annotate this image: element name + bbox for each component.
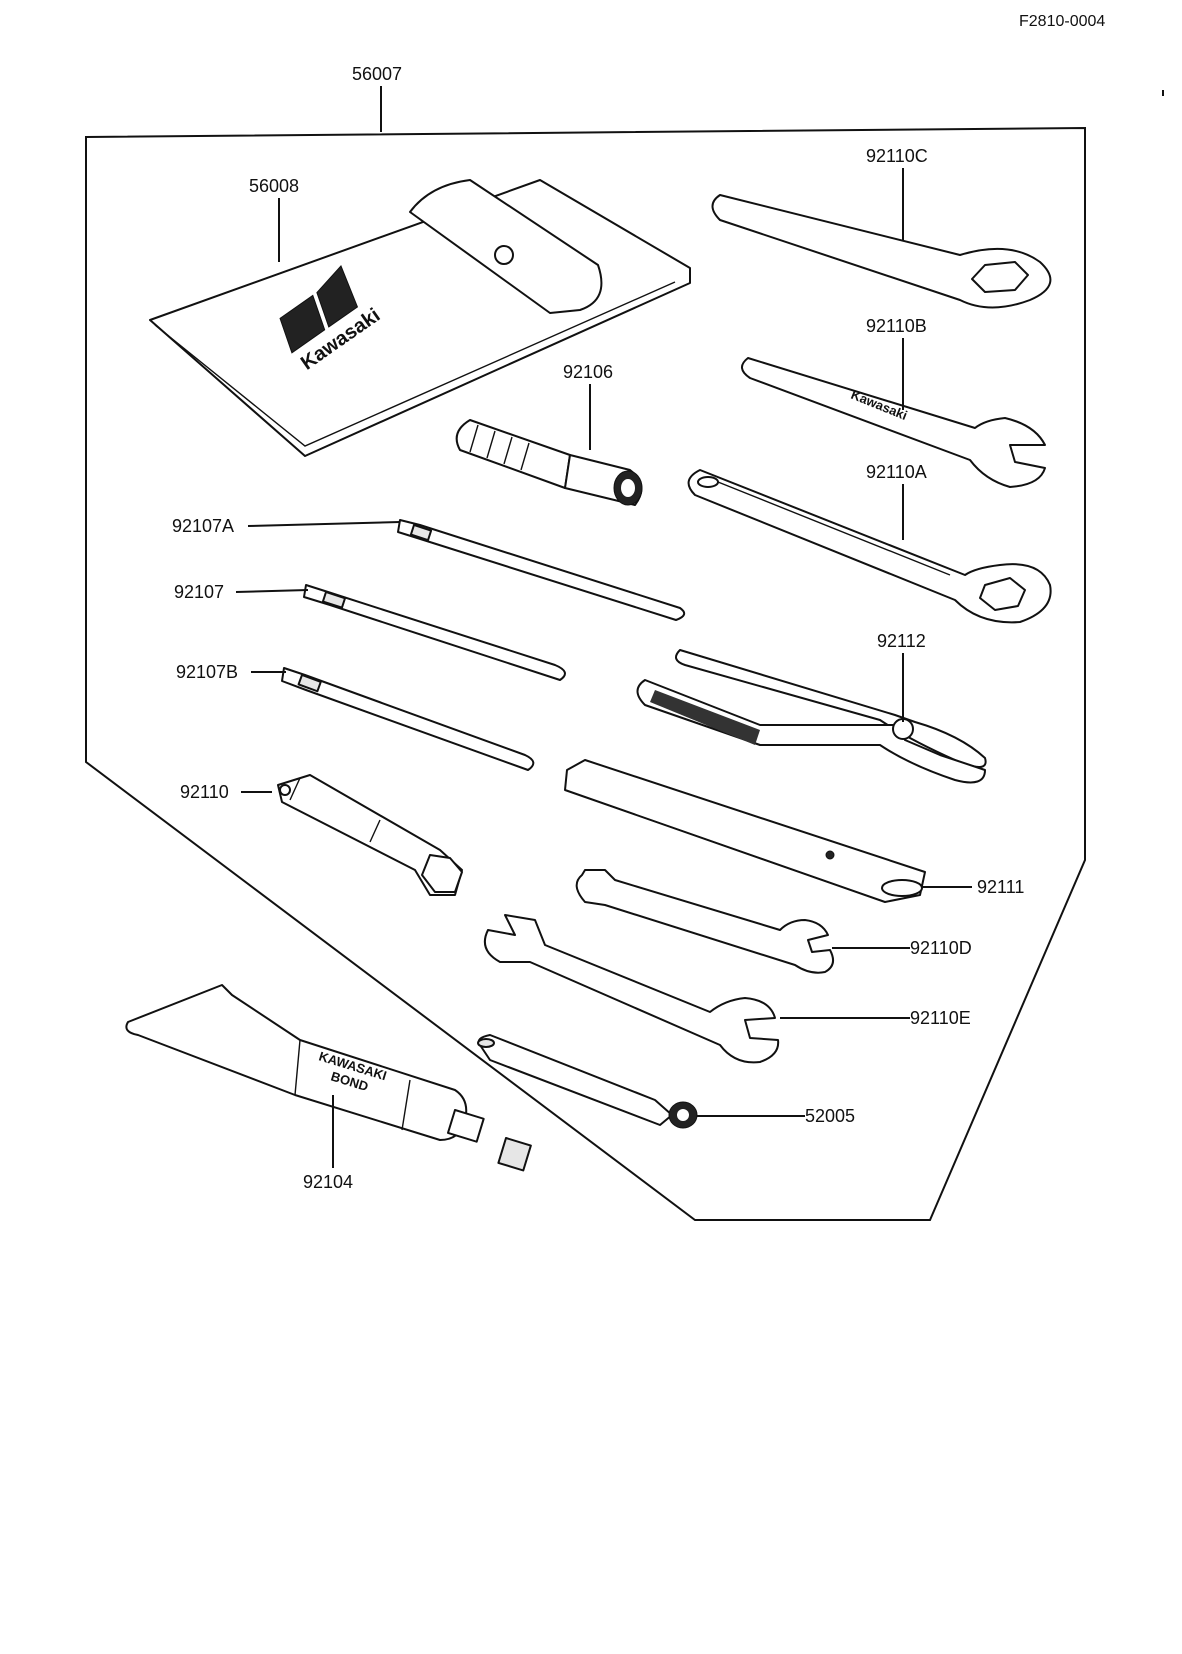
- label-92112: 92112: [877, 631, 926, 651]
- label-92106: 92106: [563, 362, 613, 382]
- screwdriver-92107: [303, 584, 566, 681]
- label-92110b: 92110B: [866, 316, 927, 336]
- label-92107b: 92107B: [176, 662, 238, 682]
- label-56008: 56008: [249, 176, 299, 196]
- pliers-92112: [636, 649, 987, 784]
- label-92107: 92107: [174, 582, 224, 602]
- wrench-92110a: [687, 469, 1052, 624]
- label-92110e: 92110E: [910, 1008, 971, 1028]
- bar-92111: [564, 759, 926, 903]
- label-52005: 52005: [805, 1106, 855, 1126]
- leader-92107: [235, 589, 309, 593]
- wrench-92110b: Kawasaki: [741, 357, 1046, 488]
- handle-92106: [455, 419, 643, 506]
- kit-outline: [85, 126, 1086, 1221]
- wrench-92110c: [711, 194, 1052, 309]
- label-92110c: 92110C: [866, 146, 928, 166]
- label-92110d: 92110D: [910, 938, 972, 958]
- label-92111: 92111: [977, 877, 1024, 897]
- plug-wrench-92110: [277, 774, 463, 896]
- tool-pouch: Kawasaki: [149, 179, 691, 457]
- label-92107a: 92107A: [172, 516, 234, 536]
- wrench-92110d: [575, 869, 835, 974]
- label-92110a: 92110A: [866, 462, 927, 482]
- tool-52005: [477, 1034, 698, 1129]
- drawing-code: F2810-0004: [1019, 13, 1105, 30]
- screwdriver-92107b: [281, 667, 535, 771]
- label-56007: 56007: [352, 64, 402, 84]
- label-92110: 92110: [180, 782, 229, 802]
- screwdriver-92107a: [397, 519, 686, 621]
- leader-92107a: [247, 521, 401, 527]
- wrench-92110e: [484, 914, 780, 1064]
- label-92104: 92104: [303, 1172, 353, 1192]
- bond-tube-92104: KAWASAKI BOND: [125, 984, 532, 1172]
